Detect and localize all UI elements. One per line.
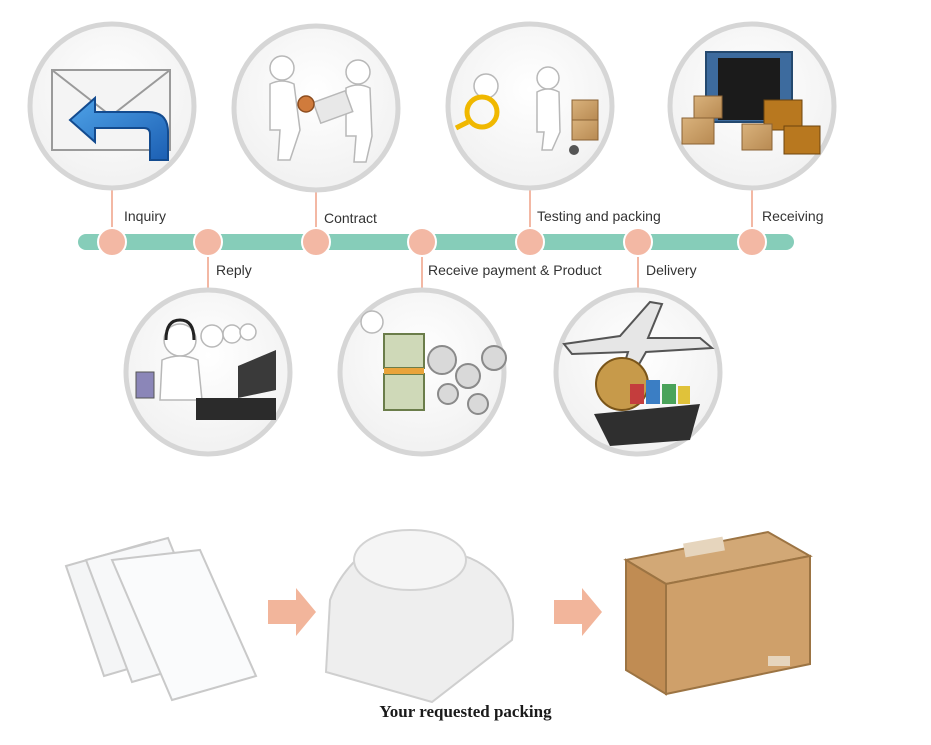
packing-caption: Your requested packing [379, 702, 552, 721]
node-delivery [623, 227, 653, 257]
container-boxes-icon [681, 51, 821, 155]
airplane-ship-globe-icon [562, 300, 715, 446]
call-center-icon [135, 318, 276, 420]
plastic-bag-icon [64, 536, 258, 702]
node-reply [193, 227, 223, 257]
step-label-testing: Testing and packing [537, 208, 661, 224]
step-label-delivery: Delivery [646, 262, 697, 278]
arrow-right-icon [554, 588, 602, 636]
carton-box-icon [623, 530, 813, 696]
node-payment [407, 227, 437, 257]
arrow-right-icon [268, 588, 316, 636]
node-receiving [737, 227, 767, 257]
bubble-wrap-icon [324, 529, 514, 704]
node-contract [301, 227, 331, 257]
step-label-contract: Contract [324, 210, 377, 226]
step-label-inquiry: Inquiry [124, 208, 167, 224]
step-label-reply: Reply [216, 262, 252, 278]
step-label-payment: Receive payment & Product [428, 262, 602, 278]
step-label-receiving: Receiving [762, 208, 824, 224]
envelope-reply-icon [51, 69, 171, 161]
node-inquiry [97, 227, 127, 257]
money-gears-icon [360, 310, 507, 415]
handshake-contract-icon [269, 55, 373, 163]
node-testing [515, 227, 545, 257]
magnifier-inspection-icon [454, 66, 599, 155]
